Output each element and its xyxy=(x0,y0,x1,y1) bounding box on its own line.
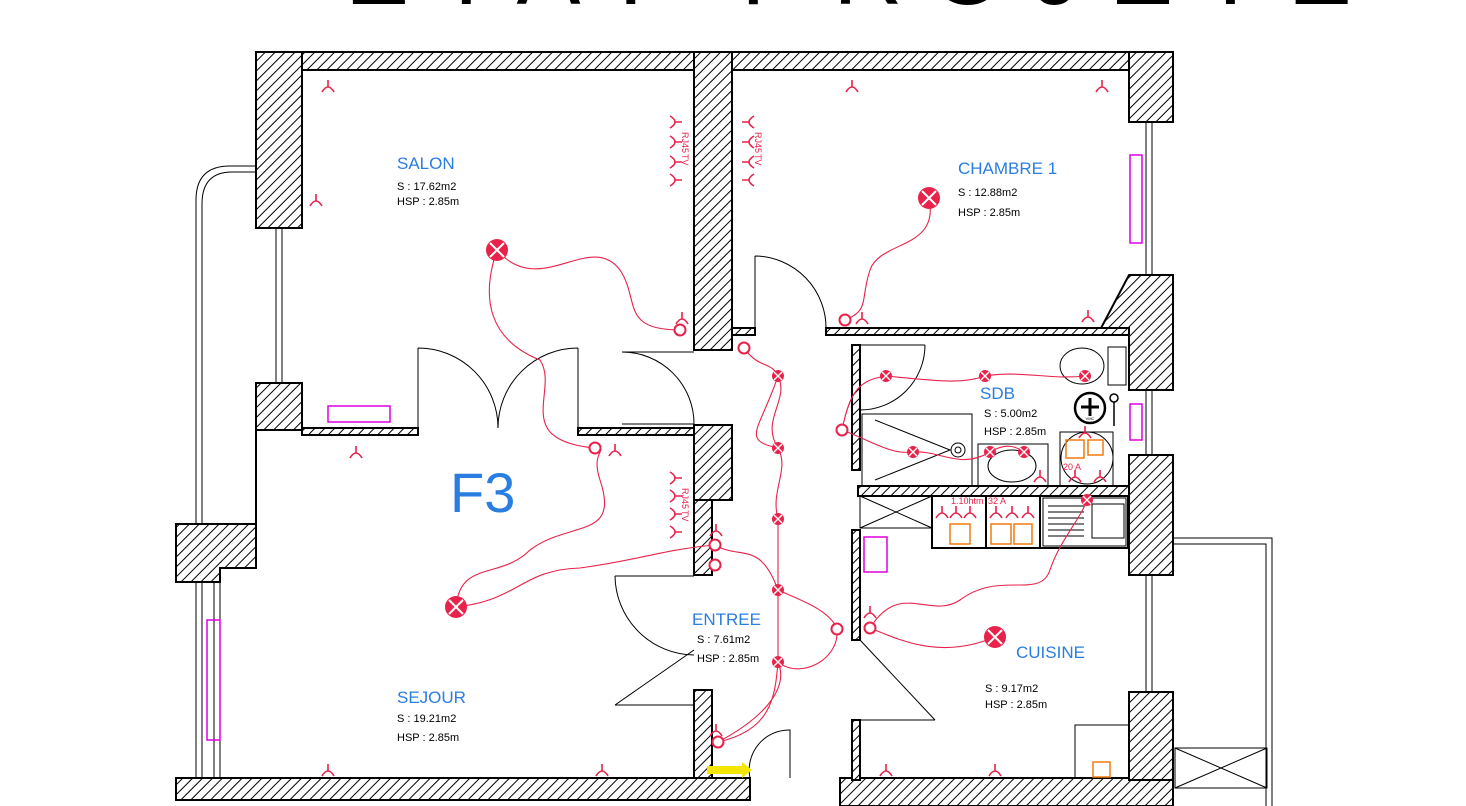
room-sejour: SEJOUR S : 19.21m2 HSP : 2.85m xyxy=(397,688,466,744)
vmc-icon: VMC xyxy=(1073,391,1119,426)
room-name: CHAMBRE 1 xyxy=(958,159,1057,178)
room-height: HSP : 2.85m xyxy=(984,426,1046,438)
multimedia-outlets: RJ45 TV RJ45 TV RJ45 TV xyxy=(669,115,763,539)
windows xyxy=(195,122,1273,806)
room-name: ENTREE xyxy=(692,610,761,629)
room-cuisine: CUISINE S : 9.17m2 HSP : 2.85m xyxy=(985,643,1085,711)
room-name: CUISINE xyxy=(1016,643,1085,662)
entry-arrow xyxy=(707,762,752,778)
room-height: HSP : 2.85m xyxy=(397,732,459,744)
room-height: HSP : 2.85m xyxy=(985,699,1047,711)
room-surface: S : 5.00m2 xyxy=(984,408,1037,420)
room-entree: ENTREE S : 7.61m2 HSP : 2.85m xyxy=(692,610,761,665)
room-surface: S : 19.21m2 xyxy=(397,713,456,725)
room-surface: S : 12.88m2 xyxy=(958,187,1017,199)
room-height: HSP : 2.85m xyxy=(397,196,459,208)
room-surface: S : 9.17m2 xyxy=(985,683,1038,695)
room-chambre-1: CHAMBRE 1 S : 12.88m2 HSP : 2.85m xyxy=(958,159,1057,219)
hood-label: 1.10htm xyxy=(951,496,984,506)
light-points xyxy=(444,186,1094,749)
room-sdb: SDB S : 5.00m2 HSP : 2.85m xyxy=(980,384,1046,438)
room-height: HSP : 2.85m xyxy=(697,653,759,665)
tv-label: TV xyxy=(680,154,690,166)
rj45-label: RJ45 xyxy=(680,132,690,153)
room-salon: SALON S : 17.62m2 HSP : 2.85m xyxy=(397,154,459,208)
radiators xyxy=(206,154,1143,741)
room-surface: S : 17.62m2 xyxy=(397,181,456,193)
room-name: SDB xyxy=(980,384,1015,403)
tv-label: TV xyxy=(680,510,690,522)
room-name: SEJOUR xyxy=(397,688,466,707)
apartment-type-label: F3 xyxy=(450,461,515,524)
doors xyxy=(417,255,936,779)
room-name: SALON xyxy=(397,154,455,173)
vmc-label: VMC xyxy=(1086,416,1095,421)
room-height: HSP : 2.85m xyxy=(958,207,1020,219)
plan-title: ETAT PROJETE xyxy=(345,0,1380,25)
electrical-wiring xyxy=(455,197,1088,743)
tv-label: TV xyxy=(753,154,763,166)
walls xyxy=(175,51,1174,806)
room-surface: S : 7.61m2 xyxy=(697,634,750,646)
cooktop-amp-label: 32 A xyxy=(988,496,1006,506)
rj45-label: RJ45 xyxy=(680,488,690,509)
rj45-label: RJ45 xyxy=(753,132,763,153)
water-heater-amp-label: 20 A xyxy=(1063,462,1081,472)
